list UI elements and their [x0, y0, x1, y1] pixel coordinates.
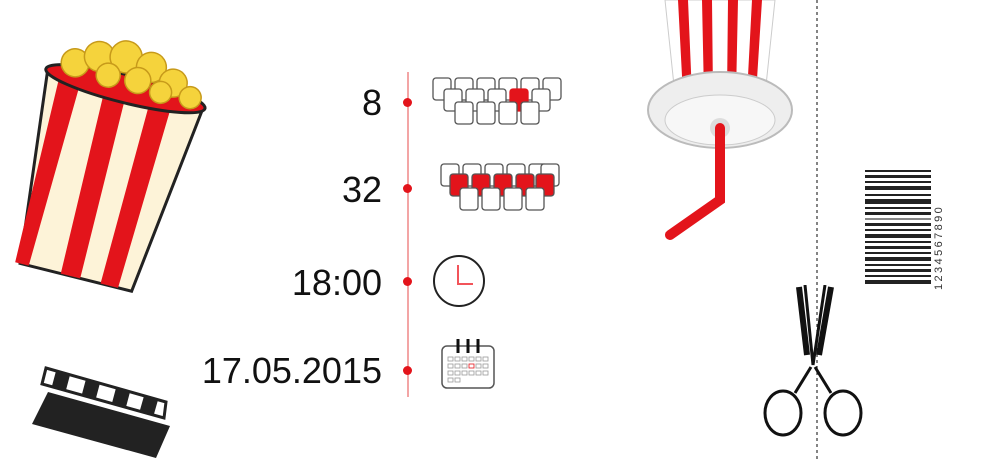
row-value: 8 [361, 82, 382, 123]
time-value: 18:00 [291, 262, 382, 303]
tear-line [816, 0, 818, 460]
seat-selection-icon [440, 163, 560, 211]
popcorn-bucket-illustration [15, 40, 207, 294]
row-seats-icon [432, 77, 562, 125]
scissors-icon [763, 285, 863, 437]
calendar-icon [441, 339, 495, 389]
drink-cup-illustration [647, 0, 793, 240]
timeline-line [407, 72, 409, 397]
clock-icon [433, 255, 485, 307]
barcode [865, 170, 931, 284]
barcode-digits: 1234567890 [933, 204, 945, 290]
clapperboard-illustration [32, 366, 170, 458]
date-value: 17.05.2015 [201, 350, 382, 391]
timeline-dot [403, 277, 412, 286]
timeline-dot [403, 366, 412, 375]
timeline-dot [403, 184, 412, 193]
seat-value: 32 [341, 169, 382, 210]
timeline-dot [403, 98, 412, 107]
